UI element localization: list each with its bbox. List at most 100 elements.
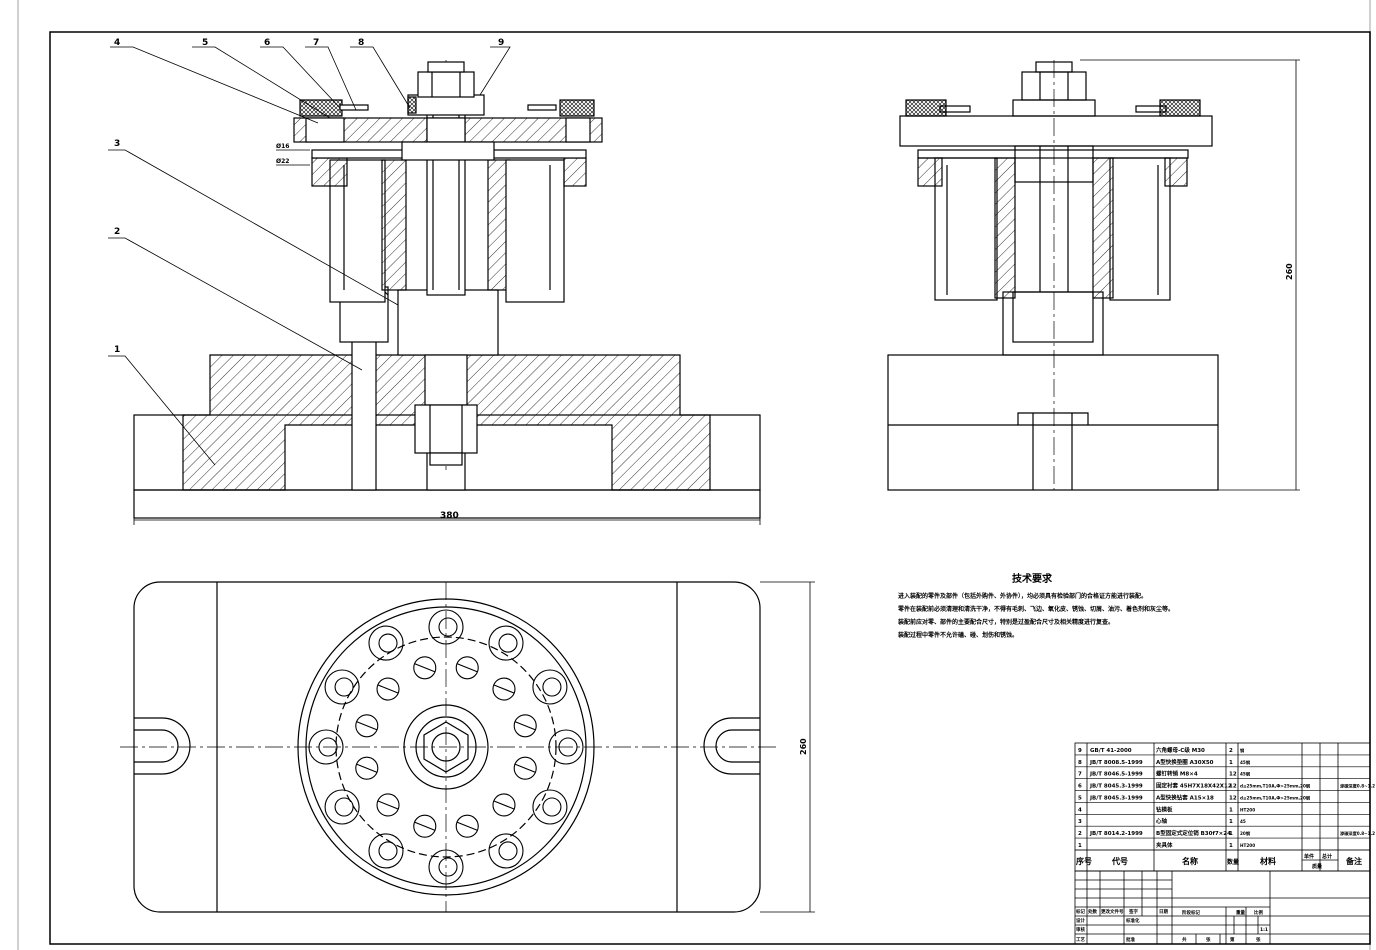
balloon-7: 7 bbox=[313, 38, 319, 48]
dim-small-b: Ø22 bbox=[276, 158, 289, 165]
tb-approve: 批准 bbox=[1126, 936, 1135, 943]
bush-hole-outer bbox=[428, 609, 464, 645]
bom-cell-code: JB/T 8045.3-1999 bbox=[1089, 784, 1143, 790]
bom-cell-mat: 钢 bbox=[1240, 747, 1244, 754]
tech-req-line-2: 零件在装配前必须清理和清洗干净，不得有毛刺、飞边、氧化皮、锈蚀、切屑、油污、着色… bbox=[897, 605, 1174, 613]
bush-hole-outer bbox=[308, 729, 344, 765]
bom-cell-code: JB/T 8046.5-1999 bbox=[1089, 772, 1143, 778]
bom-cell-no: 9 bbox=[1078, 748, 1082, 754]
dim-side-height: 260 bbox=[1285, 263, 1294, 280]
bush-hole-inner bbox=[334, 677, 354, 697]
bom-header: 序号 代号 名称 数量 材料 单件 总计 质量 备注 bbox=[1076, 853, 1362, 870]
tb-scale-label: 比例 bbox=[1254, 909, 1263, 916]
tb-sheet-a: 张 bbox=[1206, 936, 1211, 943]
bom-header-total: 总计 bbox=[1322, 853, 1332, 860]
bush-hole-outer bbox=[324, 789, 360, 825]
bom-header-mat: 材料 bbox=[1260, 856, 1276, 866]
bom-cell-qty: 1 bbox=[1229, 760, 1233, 766]
bush-hole-inner bbox=[334, 797, 354, 817]
screw-head bbox=[492, 677, 516, 701]
screw-slot bbox=[377, 800, 399, 810]
bom-cell-qty: 12 bbox=[1229, 795, 1237, 801]
tb-change-doc: 更改文件号 bbox=[1101, 908, 1124, 915]
balloon-4: 4 bbox=[114, 38, 120, 48]
screw-head bbox=[513, 756, 537, 780]
leader-lines bbox=[108, 46, 761, 525]
tb-design: 设计 bbox=[1076, 917, 1085, 924]
bush-hole-inner bbox=[498, 841, 518, 861]
bom-cell-mat: HT200 bbox=[1240, 807, 1255, 812]
bush-hole-inner bbox=[558, 737, 578, 757]
screw-slot bbox=[356, 721, 377, 731]
dim-small-a: Ø16 bbox=[276, 143, 289, 150]
bom-cell-qty: 12 bbox=[1229, 772, 1237, 778]
title-block-text: 标记 处数 更改文件号 签字 日期 设计 标准化 阶段标记 重量 比例 审核 工… bbox=[1075, 908, 1268, 943]
bom-cell-mat: 45钢 bbox=[1240, 759, 1250, 766]
bom-cell-name: 心轴 bbox=[1156, 817, 1168, 825]
screw-head bbox=[492, 793, 516, 817]
bom-cell-code: GB/T 41-2000 bbox=[1090, 748, 1132, 754]
bom-cell-no: 7 bbox=[1078, 772, 1082, 778]
balloon-6: 6 bbox=[264, 38, 270, 48]
bom-cell-note: 渗碳深度0.8~1.2 bbox=[1340, 830, 1375, 837]
tech-req-line-1: 进入装配的零件及部件（包括外购件、外协件），均必须具有检验部门的合格证方能进行装… bbox=[898, 592, 1147, 600]
bom-cell-qty: 1 bbox=[1229, 819, 1233, 825]
bom-cell-name: A型快换垫圈 A30X50 bbox=[1156, 758, 1214, 766]
bush-hole-inner bbox=[542, 677, 562, 697]
bush-hole-outer bbox=[368, 833, 404, 869]
bom-cell-mat: d≤25mm,T10A,Ф>25mm,20钢 bbox=[1240, 794, 1310, 801]
bom-cell-name: 夹具体 bbox=[1156, 841, 1173, 849]
screw-slot bbox=[515, 763, 536, 773]
bom-cell-name: 钻模板 bbox=[1156, 805, 1173, 813]
balloon-2: 2 bbox=[114, 227, 120, 237]
screw-slot bbox=[377, 684, 399, 694]
tb-weight: 重量 bbox=[1236, 909, 1245, 916]
bom-cell-note: 渗碳深度0.8~1.2 bbox=[1340, 783, 1375, 790]
side-view bbox=[887, 60, 1219, 491]
tb-scale: 1:1 bbox=[1260, 927, 1268, 933]
bom-cell-name: A型快换钻套 A15×18 bbox=[1156, 793, 1214, 801]
tb-sheet-b: 张 bbox=[1256, 936, 1261, 943]
bush-hole-inner bbox=[438, 857, 458, 877]
tb-no: 第 bbox=[1230, 936, 1235, 943]
bom-header-qty: 数量 bbox=[1227, 858, 1239, 866]
screw-slot bbox=[356, 763, 377, 773]
bush-hole-outer bbox=[324, 669, 360, 705]
bom-cell-qty: 12 bbox=[1229, 784, 1237, 790]
screw-head bbox=[355, 756, 379, 780]
bom-cell-code: JB/T 8014.2-1999 bbox=[1089, 831, 1143, 837]
bom-cell-mat: 45钢 bbox=[1240, 771, 1250, 778]
bush-hole-outer bbox=[488, 625, 524, 661]
bom-cell-code: JB/T 8008.5-1999 bbox=[1089, 760, 1143, 766]
bom-cell-no: 5 bbox=[1078, 795, 1082, 801]
screw-slot bbox=[457, 821, 478, 831]
bush-hole-inner bbox=[438, 617, 458, 637]
bush-hole-inner bbox=[318, 737, 338, 757]
tb-review: 审核 bbox=[1076, 926, 1085, 933]
bom-header-weight: 质量 bbox=[1312, 863, 1322, 870]
bom-cell-name: 螺钉转销 M8×4 bbox=[1156, 770, 1198, 778]
tb-stage: 阶段标记 bbox=[1182, 909, 1200, 916]
screw-head bbox=[376, 677, 400, 701]
bush-hole-outer bbox=[532, 789, 568, 825]
bush-hole-outer bbox=[532, 669, 568, 705]
bush-hole-outer bbox=[428, 849, 464, 885]
bom-cell-code: JB/T 8045.3-1999 bbox=[1089, 795, 1143, 801]
balloon-1: 1 bbox=[114, 345, 120, 355]
screw-slot bbox=[414, 821, 435, 831]
bush-hole-outer bbox=[368, 625, 404, 661]
bom-cell-qty: 1 bbox=[1229, 807, 1233, 813]
bom-cell-mat: 20钢 bbox=[1240, 830, 1250, 837]
screw-slot bbox=[493, 684, 515, 694]
dim-plan-height: 260 bbox=[799, 738, 808, 755]
screw-slot bbox=[414, 663, 435, 673]
balloon-9: 9 bbox=[498, 38, 504, 48]
bom-header-single: 单件 bbox=[1304, 853, 1314, 860]
front-section-view bbox=[133, 60, 761, 519]
tech-req-line-3: 装配前应对零、部件的主要配合尺寸，特别是过盈配合尺寸及相关精度进行复查。 bbox=[897, 618, 1114, 626]
dim-front-width: 380 bbox=[440, 511, 459, 521]
bom-cell-mat: d≤25mm,T10A,Ф>25mm,20钢 bbox=[1240, 783, 1310, 790]
screw-head bbox=[455, 814, 479, 838]
screw-head bbox=[355, 714, 379, 738]
